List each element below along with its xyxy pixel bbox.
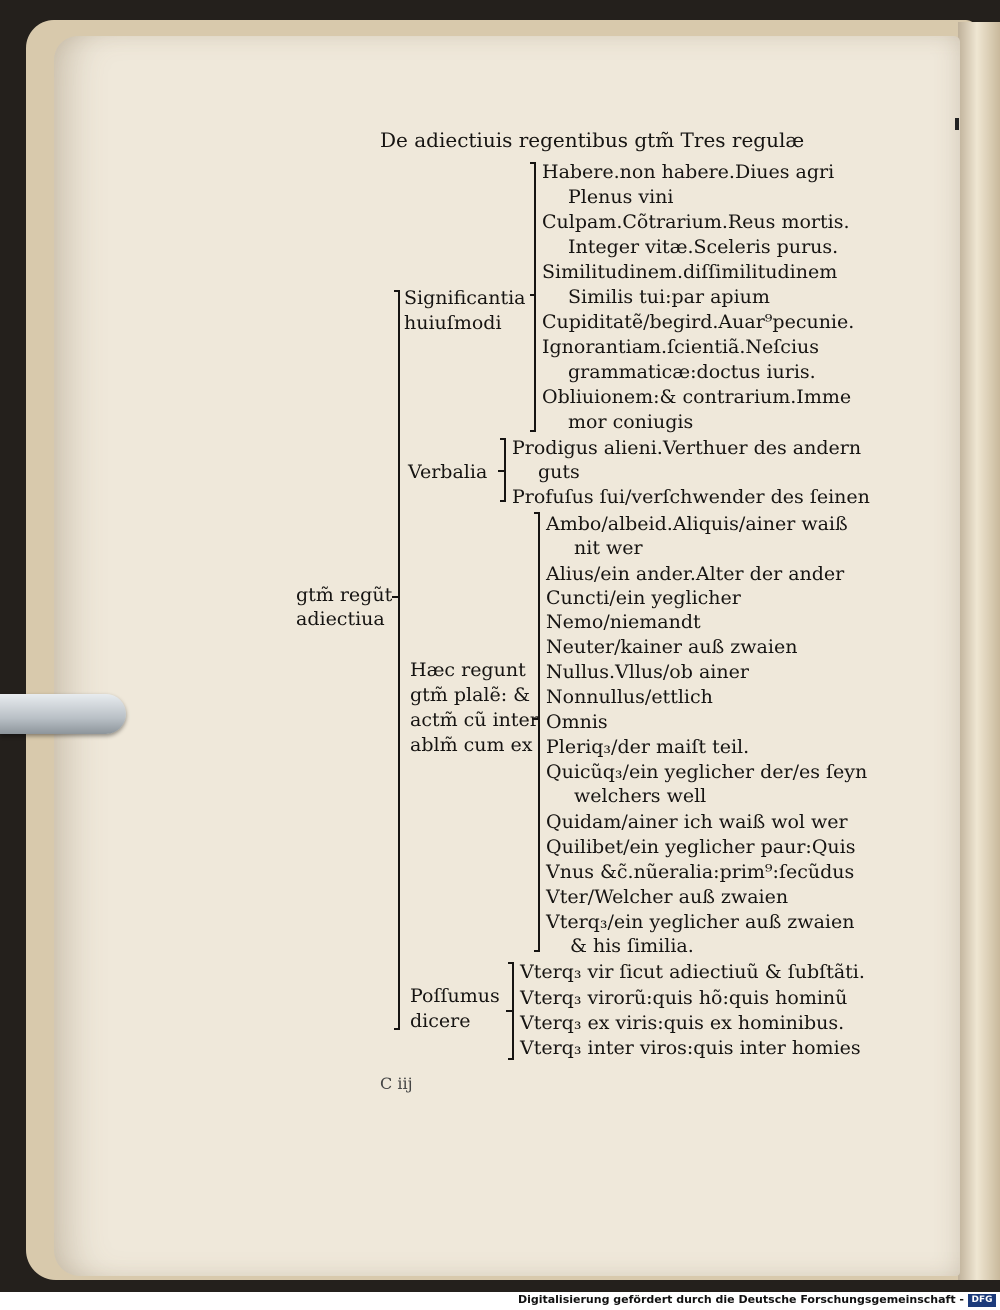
sig-line: Ignorantiam.ſcientiã.Neſcius <box>542 336 820 358</box>
haec-line: Quilibet/ein yeglicher paur:Quis <box>546 836 856 858</box>
haec-line: & his ſimilia. <box>570 935 694 957</box>
verbalia-line: guts <box>538 461 580 483</box>
root-label-line-2: adiectiua <box>296 608 385 630</box>
haec-line: Quidam/ainer ich waiß wol wer <box>546 811 848 833</box>
group-label-haec-1: Hæc regunt <box>410 659 526 681</box>
group-label-possumus-1: Poſſumus <box>410 985 500 1007</box>
signature-mark: C iij <box>380 1074 413 1093</box>
haec-line: Nonnullus/ettlich <box>546 686 713 708</box>
sig-line: Plenus vini <box>568 186 674 208</box>
haec-line: Neuter/kainer auß zwaien <box>546 636 798 658</box>
haec-line: Omnis <box>546 711 608 733</box>
group-label-haec-4: ablm̃ cum ex <box>410 734 533 756</box>
haec-line: Vter/Welcher auß zwaien <box>546 886 789 908</box>
possumus-line: Vterq₃ inter viros:quis inter homies <box>520 1037 861 1059</box>
haec-line: welchers well <box>574 785 707 807</box>
sig-line: Obliuionem:& contrarium.Imme <box>542 386 852 408</box>
funding-credit: Digitalisierung gefördert durch die Deut… <box>517 1293 964 1306</box>
verbalia-line: Prodigus alieni.Verthuer des andern <box>512 437 862 459</box>
sig-line: Culpam.Cõtrarium.Reus mortis. <box>542 211 850 233</box>
page-title: De adiectiuis regentibus gtm̃ Tres regul… <box>380 128 805 152</box>
haec-line: Ambo/albeid.Aliquis/ainer waiß <box>546 513 848 535</box>
spine-mark <box>955 118 959 130</box>
plastic-page-marker <box>0 694 126 734</box>
root-label-line-1: gtm̃ regũt <box>296 584 393 606</box>
possumus-line: Vterq₃ vir ſicut adiectiuũ & ſubſtãti. <box>520 961 865 983</box>
book-gutter <box>958 22 1000 1280</box>
book-page <box>54 36 960 1276</box>
group-label-verbalia: Verbalia <box>408 461 488 483</box>
brace-haec <box>532 512 540 952</box>
haec-line: Pleriq₃/der maiſt teil. <box>546 736 750 758</box>
brace-possumus <box>506 962 514 1060</box>
group-label-possumus-2: dicere <box>410 1010 471 1032</box>
haec-line: Nullus.Vllus/ob ainer <box>546 661 749 683</box>
sig-line: Cupiditatẽ/begird.Auar⁹pecunie. <box>542 311 855 333</box>
sig-line: Integer vitæ.Sceleris purus. <box>568 236 839 258</box>
sig-line: Similis tui:par apium <box>568 286 770 308</box>
haec-line: Vnus &c̃.nũeralia:prim⁹:ſecũdus <box>546 861 855 883</box>
footer-bar: Digitalisierung gefördert durch die Deut… <box>0 1292 1000 1310</box>
sig-line: Similitudinem.diſſimilitudinem <box>542 261 838 283</box>
group-label-significantia-1: Significantia <box>404 287 526 309</box>
haec-line: Cuncti/ein yeglicher <box>546 587 741 609</box>
haec-line: Quicũq₃/ein yeglicher der/es ſeyn <box>546 761 868 783</box>
haec-line: Alius/ein ander.Alter der ander <box>546 563 845 585</box>
sig-line: grammaticæ:doctus iuris. <box>568 361 816 383</box>
brace-verbalia <box>498 438 506 502</box>
verbalia-line: Profuſus ſui/verſchwender des ſeinen <box>512 486 870 508</box>
group-label-haec-2: gtm̃ plalẽ: & <box>410 684 531 706</box>
group-label-haec-3: actm̃ cũ inter <box>410 709 539 731</box>
possumus-line: Vterq₃ ex viris:quis ex hominibus. <box>520 1012 845 1034</box>
haec-line: Nemo/niemandt <box>546 611 701 633</box>
possumus-line: Vterq₃ virorũ:quis hõ:quis hominũ <box>520 987 848 1009</box>
brace-significantia <box>530 162 536 432</box>
sig-line: mor coniugis <box>568 411 694 433</box>
dfg-logo-icon: DFG <box>968 1294 996 1307</box>
group-label-significantia-2: huiuſmodi <box>404 312 502 334</box>
root-brace <box>392 290 400 1030</box>
haec-line: Vterq₃/ein yeglicher auß zwaien <box>546 911 855 933</box>
sig-line: Habere.non habere.Diues agri <box>542 161 835 183</box>
haec-line: nit wer <box>574 537 643 559</box>
